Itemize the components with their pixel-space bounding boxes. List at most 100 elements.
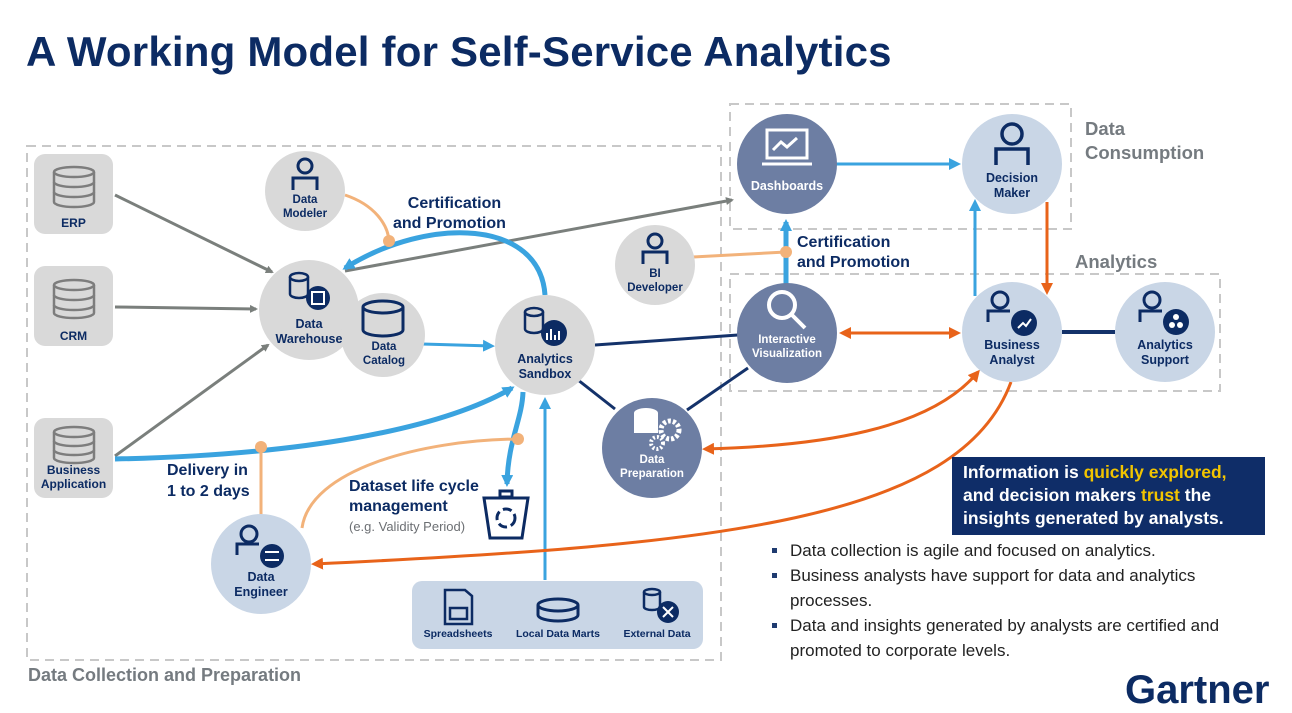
label-line: Warehouse (275, 332, 343, 346)
label-line: Certification (797, 234, 891, 251)
node-analytics-support[interactable] (1115, 282, 1215, 382)
edge-prep-viz (686, 366, 749, 412)
person-icon (994, 122, 1030, 165)
label-line: Application (40, 477, 107, 492)
edge-analyst-engineer (311, 381, 1013, 570)
callout-line-1: Information is quickly explored, (963, 461, 1265, 484)
junction-dot (512, 433, 524, 445)
sandbox-icon (523, 306, 567, 346)
page-title: A Working Model for Self-Service Analyti… (26, 28, 892, 75)
edge-bidev-cert (692, 250, 787, 259)
local-source-external-data: External Data (623, 628, 691, 640)
database-icon (52, 425, 96, 465)
engineer-tools-icon (235, 524, 284, 568)
edge-sandbox-viz (594, 333, 739, 347)
region-title-consumption-line1: Data (1085, 118, 1126, 139)
edge-bizapp-sandbox (114, 385, 515, 462)
label-line: Modeler (282, 207, 328, 220)
node-data-warehouse[interactable] (259, 260, 359, 360)
junction-dot (780, 246, 792, 258)
node-business-analyst[interactable] (962, 282, 1062, 382)
region-title-collection: Data Collection and Preparation (28, 665, 302, 685)
source-crm-label: CRM (59, 329, 88, 343)
label-line: and Promotion (393, 215, 506, 232)
label-line: Sandbox (518, 367, 572, 381)
edge-erp-warehouse (114, 193, 274, 274)
node-data-engineer[interactable] (211, 514, 311, 614)
node-analytics-sandbox[interactable] (495, 295, 595, 395)
label-line: and Promotion (797, 254, 910, 271)
label-line: Developer (627, 281, 683, 294)
edge-engineer-lifecycle (300, 437, 519, 529)
label-line: Analytics (517, 352, 573, 366)
gears-database-icon (634, 408, 682, 451)
local-source-local-data-marts: Local Data Marts (515, 628, 601, 640)
magnifier-icon (767, 290, 807, 330)
edge-warehouse-dashboards (344, 197, 734, 273)
person-icon (291, 157, 319, 190)
region-title-consumption-line2: Consumption (1085, 142, 1205, 163)
junction-dot (255, 441, 267, 453)
label-line: Interactive (758, 334, 816, 346)
external-data-icon (642, 587, 679, 623)
source-crm[interactable] (34, 266, 113, 346)
list-item: Data collection is agile and focused on … (770, 538, 1270, 563)
annotation-cert-left: Certification and Promotion (393, 194, 506, 234)
edge-sandbox-prep (577, 378, 616, 411)
edge-sandbox-lifecycle (501, 391, 526, 487)
source-erp-label: ERP (61, 216, 86, 230)
source-business-application-label: Business Application (34, 463, 113, 492)
callout-text: Information is (963, 462, 1084, 482)
label-line: Data (247, 570, 275, 584)
callout-text: insights generated by analysts. (963, 508, 1224, 528)
gartner-logo: Gartner (1125, 668, 1270, 712)
node-data-modeler[interactable] (265, 151, 345, 231)
node-decision-maker[interactable] (962, 114, 1062, 214)
node-bi-developer[interactable] (615, 225, 695, 305)
label-line: Support (1141, 353, 1189, 367)
list-item: Data and insights generated by analysts … (770, 613, 1270, 663)
annotation-cert-right: Certification and Promotion (797, 233, 910, 273)
catalog-database-icon (361, 299, 405, 338)
region-title-analytics: Analytics (1075, 251, 1158, 272)
database-icon (52, 278, 96, 320)
database-icon (52, 165, 96, 209)
local-sources-panel (412, 581, 703, 649)
node-interactive-visualization[interactable] (737, 283, 837, 383)
spreadsheet-icon (443, 588, 474, 626)
source-business-application[interactable] (34, 418, 113, 498)
region-title-consumption: Data Consumption (1085, 117, 1204, 165)
source-erp[interactable] (34, 154, 113, 234)
label-line: BI (649, 268, 661, 280)
database-icon (536, 597, 580, 623)
node-dashboards-label: Dashboards (750, 179, 824, 193)
callout-text: the (1179, 485, 1212, 505)
label-line: Certification (407, 195, 502, 212)
local-source-spreadsheets: Spreadsheets (423, 628, 493, 640)
recycle-bin-icon (482, 489, 530, 540)
callout-text: and decision makers (963, 485, 1141, 505)
region-consumption-border (729, 103, 1072, 230)
edge-cert-sandbox-warehouse (342, 230, 548, 296)
label-line: Analyst (989, 353, 1035, 367)
label-line: Business (46, 463, 101, 477)
label-line: Data (295, 317, 323, 331)
callout-line-2: and decision makers trust the (963, 484, 1265, 507)
diagram-canvas (26, 103, 1221, 661)
key-points-list: Data collection is agile and focused on … (770, 538, 1270, 663)
label-line: Dataset life cycle (349, 478, 479, 495)
label-line: Analytics (1137, 338, 1193, 352)
label-line: Delivery in (167, 462, 248, 479)
label-line: Visualization (751, 347, 823, 360)
label-line: Maker (993, 186, 1031, 200)
label-line: Data (639, 454, 665, 466)
